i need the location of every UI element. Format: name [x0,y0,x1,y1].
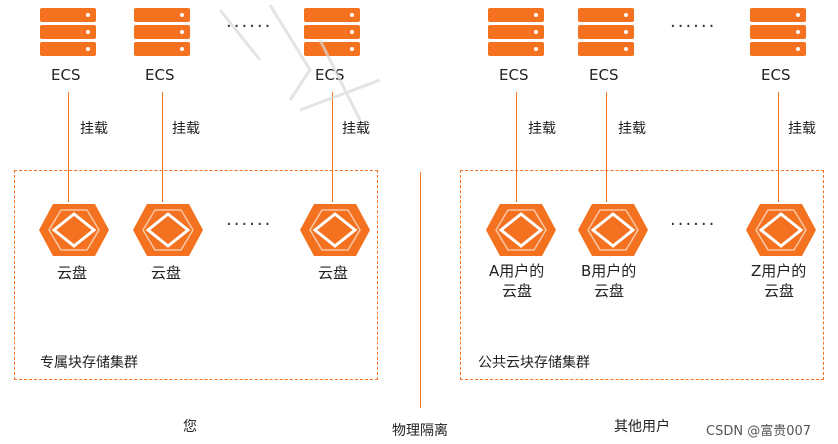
ecs-server-icon [134,8,190,58]
owner-label-others: 其他用户 [614,419,670,435]
ecs-server-icon [304,8,360,58]
cloud-disk-icon [39,204,109,256]
ecs-label: ECS [315,66,345,84]
ecs-server-icon [40,8,96,58]
mount-line [778,92,779,202]
ecs-label: ECS [589,66,619,84]
disk-label: 云盘 [57,264,88,282]
mount-label: 挂载 [788,121,816,137]
ecs-server-icon [488,8,544,58]
ellipsis: ······ [670,16,717,37]
ecs-label: ECS [761,66,791,84]
mount-label: 挂载 [172,121,200,137]
ellipsis: ······ [670,214,717,235]
ecs-server-icon [750,8,806,58]
mount-label: 挂载 [80,121,108,137]
mount-label: 挂载 [342,121,370,137]
public-cluster-box [460,170,824,380]
cloud-disk-icon [133,204,203,256]
disk-z-label-line2: 云盘 [764,282,795,300]
mount-line [332,92,333,202]
disk-b-label-line2: 云盘 [594,282,625,300]
ecs-label: ECS [145,66,175,84]
owner-label-you: 您 [183,419,197,435]
disk-a-label-line2: 云盘 [502,282,533,300]
ecs-label: ECS [499,66,529,84]
dedicated-cluster-label: 专属块存储集群 [40,355,138,371]
disk-a-label-line1: A用户的 [489,262,545,280]
mount-label: 挂载 [528,121,556,137]
disk-b-label-line1: B用户的 [581,262,637,280]
physical-isolation-label: 物理隔离 [392,423,448,439]
cloud-disk-icon [486,204,556,256]
mount-line [516,92,517,202]
disk-label: 云盘 [151,264,182,282]
cloud-disk-icon [746,204,816,256]
ellipsis: ······ [226,214,273,235]
dedicated-cluster-box [14,170,378,380]
mount-label: 挂载 [618,121,646,137]
disk-label: 云盘 [318,264,349,282]
cloud-disk-icon [300,204,370,256]
ellipsis: ······ [226,16,273,37]
public-cluster-label: 公共云块存储集群 [478,355,590,371]
ecs-server-icon [578,8,634,58]
cloud-disk-icon [578,204,648,256]
disk-z-label-line1: Z用户的 [751,262,807,280]
ecs-label: ECS [51,66,81,84]
mount-line [68,92,69,202]
mount-line [162,92,163,202]
mount-line [606,92,607,202]
credit-text: CSDN @富贵007 [706,424,812,439]
physical-isolation-divider [420,172,421,408]
